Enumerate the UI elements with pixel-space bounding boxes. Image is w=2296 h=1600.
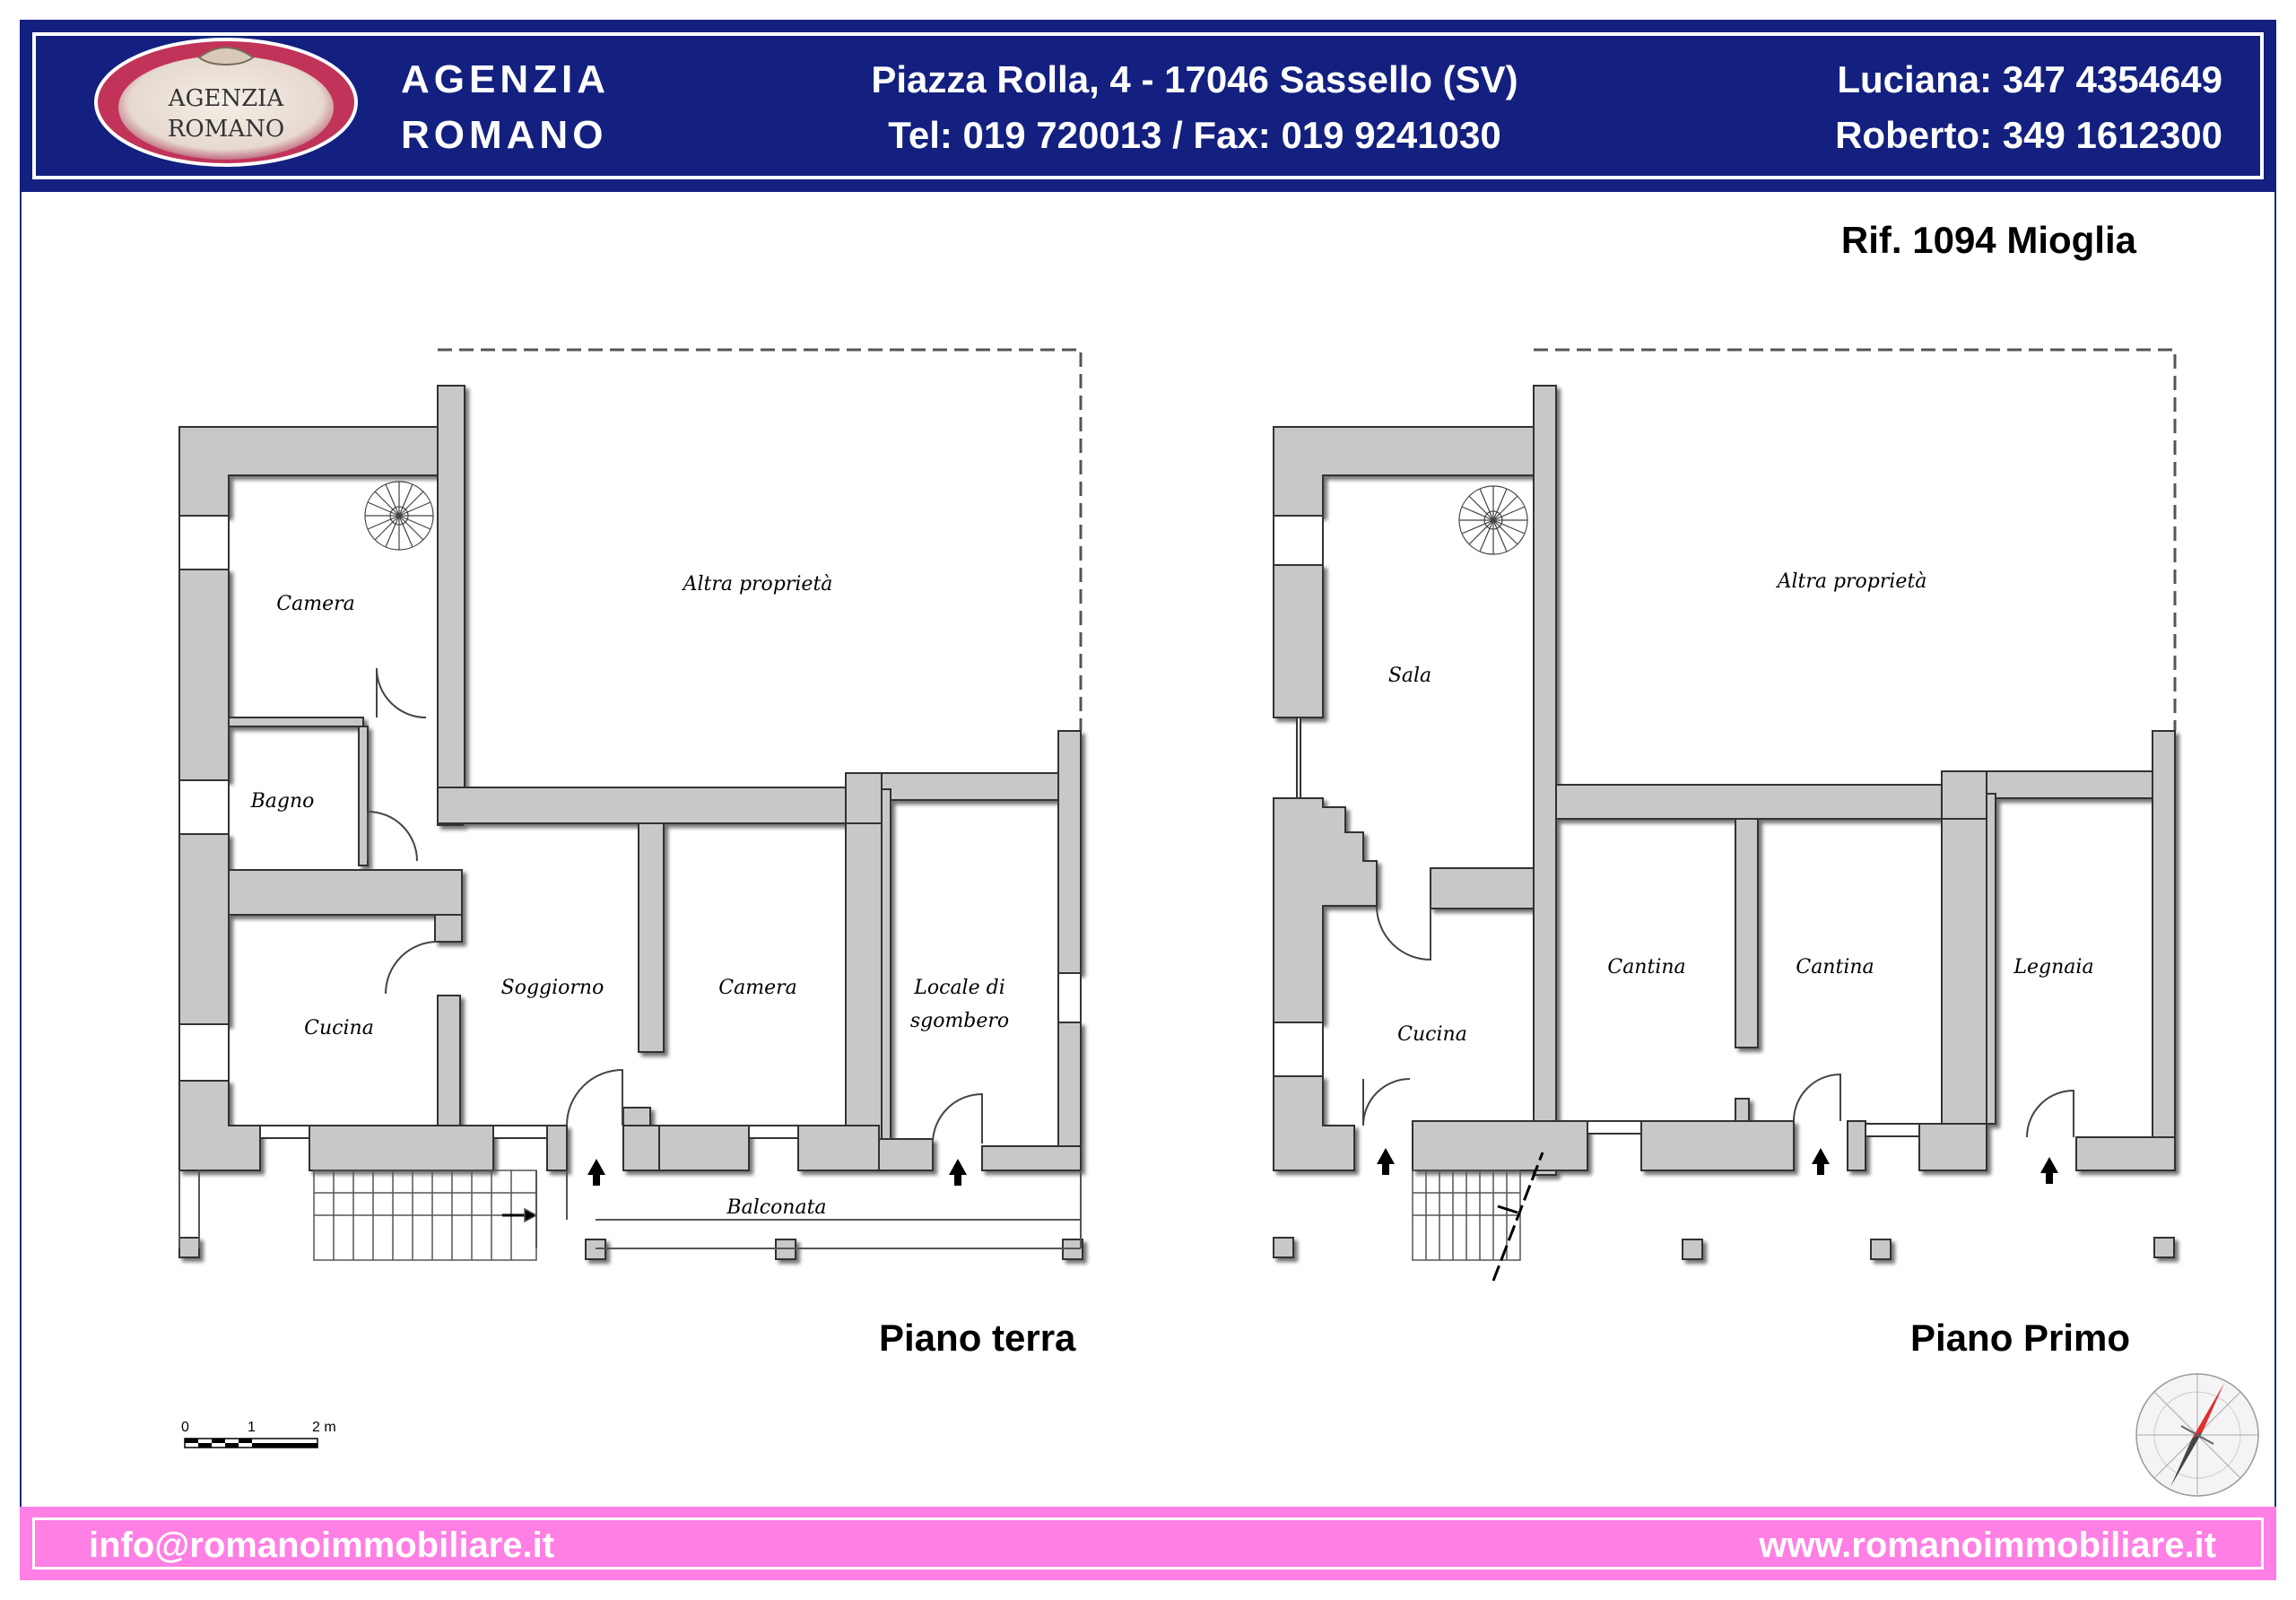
ground-doors xyxy=(367,667,983,1144)
room-locale-line2: sgombero xyxy=(910,1010,1009,1032)
website-link[interactable]: www.romanoimmobiliare.it xyxy=(1759,1526,2216,1565)
first-floor-label: Piano Primo xyxy=(1910,1317,2131,1359)
ground-spiral-stair xyxy=(364,481,434,551)
room-altra-proprieta-2: Altra proprietà xyxy=(1776,570,1927,593)
scale-tick-0: 0 xyxy=(181,1420,189,1435)
room-camera-1: Camera xyxy=(276,593,354,615)
first-floor-plan: Sala Cucina Cantina Cantina Legnaia Altr… xyxy=(1273,348,2177,1282)
agency-address: Piazza Rolla, 4 - 17046 Sassello (SV) Te… xyxy=(791,52,1598,163)
contact-roberto: Roberto: 349 1612300 xyxy=(1835,114,2222,156)
ground-stairs xyxy=(313,1170,538,1261)
ground-floor-label: Piano terra xyxy=(879,1317,1076,1359)
first-windows xyxy=(1273,515,1920,1137)
ground-floor-plan: Camera Bagno Cucina Soggiorno Camera Loc… xyxy=(178,348,1083,1261)
agent-contacts: Luciana: 347 4354649 Roberto: 349 161230… xyxy=(1835,52,2222,163)
first-walls xyxy=(1273,385,2176,1260)
room-camera-2: Camera xyxy=(718,977,796,999)
ground-entry-arrows xyxy=(587,1159,967,1186)
room-cantina-1: Cantina xyxy=(1607,956,1685,978)
agency-line1: AGENZIA xyxy=(401,57,610,101)
footer-border: info@romanoimmobiliare.it www.romanoimmo… xyxy=(32,1517,2264,1570)
first-spiral-stair xyxy=(1458,485,1528,555)
ground-walls xyxy=(178,385,1083,1260)
scale-tick-2: 2 m xyxy=(312,1420,336,1435)
scale-bar: 0 1 2 m xyxy=(181,1420,336,1448)
compass-icon xyxy=(2135,1373,2259,1497)
room-balconata: Balconata xyxy=(726,1196,826,1219)
room-cucina-1: Cucina xyxy=(1397,1023,1467,1046)
address-line: Piazza Rolla, 4 - 17046 Sassello (SV) xyxy=(871,58,1518,100)
contact-luciana: Luciana: 347 4354649 xyxy=(1837,58,2222,100)
agency-name: AGENZIA ROMANO xyxy=(401,52,610,163)
room-sala: Sala xyxy=(1388,665,1431,687)
header-border xyxy=(32,32,2264,179)
room-soggiorno: Soggiorno xyxy=(501,977,604,999)
first-doors xyxy=(1362,905,2074,1138)
phone-fax-line: Tel: 019 720013 / Fax: 019 9241030 xyxy=(888,114,1501,156)
header-bar: AGENZIA ROMANO AGENZIA ROMANO Piazza Rol… xyxy=(20,20,2276,192)
agency-line2: ROMANO xyxy=(401,113,608,157)
other-property-outline-2 xyxy=(1534,348,2177,731)
svg-text:ROMANO: ROMANO xyxy=(168,116,284,143)
scale-tick-1: 1 xyxy=(248,1420,256,1435)
room-altra-proprieta: Altra proprietà xyxy=(682,573,833,596)
svg-text:AGENZIA: AGENZIA xyxy=(168,85,285,112)
ground-windows xyxy=(178,515,1082,1139)
other-property-outline xyxy=(438,348,1083,731)
email-link[interactable]: info@romanoimmobiliare.it xyxy=(89,1526,555,1565)
property-reference: Rif. 1094 Mioglia xyxy=(1840,219,2136,261)
first-entry-arrows xyxy=(1377,1148,2058,1184)
agency-logo: AGENZIA ROMANO xyxy=(94,38,358,167)
first-stairs xyxy=(1412,1152,1544,1282)
room-cucina: Cucina xyxy=(304,1017,374,1039)
room-bagno: Bagno xyxy=(250,790,315,813)
room-cantina-2: Cantina xyxy=(1796,956,1874,978)
footer-bar: info@romanoimmobiliare.it www.romanoimmo… xyxy=(20,1507,2276,1580)
room-locale-line1: Locale di xyxy=(913,977,1004,999)
room-legnaia: Legnaia xyxy=(2013,956,2093,978)
